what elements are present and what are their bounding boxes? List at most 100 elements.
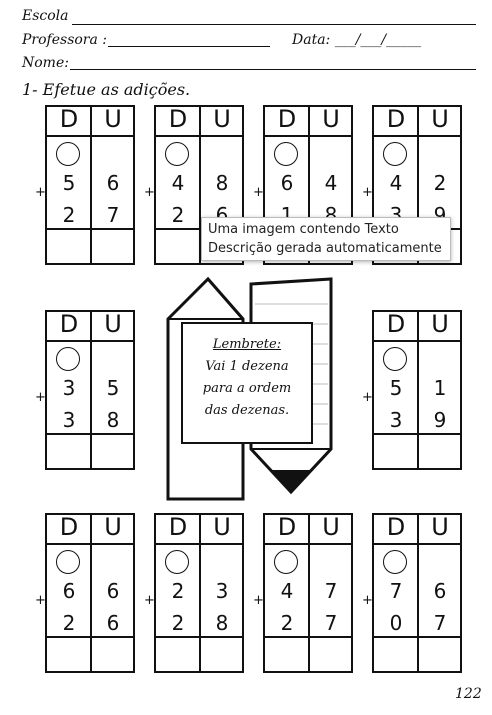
- column-header-d: D: [168, 513, 188, 541]
- column-header-u: U: [431, 513, 449, 541]
- reminder-line-1: Vai 1 dezena: [205, 359, 289, 374]
- image-alt-tooltip: Uma imagem contendo Texto Descrição gera…: [201, 217, 451, 261]
- top-tens-digit: 2: [171, 579, 185, 603]
- column-header-d: D: [277, 105, 297, 133]
- plus-sign: +: [144, 593, 155, 608]
- column-header-d: D: [168, 105, 188, 133]
- column-header-d: D: [386, 513, 406, 541]
- reminder-title: Lembrete:: [212, 337, 282, 352]
- top-units-digit: 4: [324, 171, 338, 195]
- plus-sign: +: [362, 593, 373, 608]
- instruction-title: 1- Efetue as adições.: [22, 80, 191, 99]
- bottom-tens-digit: 2: [171, 611, 185, 635]
- plus-sign: +: [362, 185, 373, 200]
- reminder-line-3: das dezenas.: [204, 403, 290, 418]
- carry-circle[interactable]: [165, 142, 189, 166]
- professora-label: Professora :: [22, 32, 108, 48]
- column-header-u: U: [213, 105, 231, 133]
- top-tens-digit: 6: [62, 579, 76, 603]
- carry-circle[interactable]: [56, 347, 80, 371]
- carry-circle[interactable]: [274, 142, 298, 166]
- plus-sign: +: [253, 185, 264, 200]
- column-header-d: D: [59, 513, 79, 541]
- carry-circle[interactable]: [165, 550, 189, 574]
- tooltip-line-1: Uma imagem contendo Texto: [208, 222, 399, 237]
- carry-circle[interactable]: [56, 142, 80, 166]
- nome-line: [70, 69, 476, 70]
- nome-label: Nome:: [22, 55, 69, 71]
- bottom-tens-digit: 2: [280, 611, 294, 635]
- plus-sign: +: [144, 185, 155, 200]
- top-tens-digit: 7: [389, 579, 403, 603]
- page-number: 122: [455, 686, 482, 702]
- column-header-d: D: [59, 310, 79, 338]
- top-tens-digit: 4: [280, 579, 294, 603]
- carry-circle[interactable]: [56, 550, 80, 574]
- bottom-units-digit: 7: [106, 203, 120, 227]
- plus-sign: +: [35, 390, 46, 405]
- bottom-units-digit: 8: [215, 611, 229, 635]
- reminder-line-2: para a ordem: [202, 381, 292, 396]
- column-header-u: U: [213, 513, 231, 541]
- top-units-digit: 2: [433, 171, 447, 195]
- top-units-digit: 8: [215, 171, 229, 195]
- top-tens-digit: 4: [171, 171, 185, 195]
- bottom-tens-digit: 0: [389, 611, 403, 635]
- column-header-u: U: [431, 105, 449, 133]
- column-header-u: U: [322, 513, 340, 541]
- top-units-digit: 1: [433, 376, 447, 400]
- plus-sign: +: [253, 593, 264, 608]
- carry-circle[interactable]: [274, 550, 298, 574]
- top-tens-digit: 5: [62, 171, 76, 195]
- plus-sign: +: [35, 185, 46, 200]
- bottom-tens-digit: 2: [171, 203, 185, 227]
- bottom-units-digit: 8: [106, 408, 120, 432]
- top-tens-digit: 5: [389, 376, 403, 400]
- top-units-digit: 6: [106, 579, 120, 603]
- column-header-u: U: [322, 105, 340, 133]
- bottom-tens-digit: 2: [62, 611, 76, 635]
- bottom-tens-digit: 3: [62, 408, 76, 432]
- plus-sign: +: [35, 593, 46, 608]
- column-header-d: D: [59, 105, 79, 133]
- column-header-d: D: [277, 513, 297, 541]
- escola-line: [72, 24, 476, 25]
- data-label: Data: ___/___/_____: [292, 32, 422, 48]
- carry-circle[interactable]: [383, 347, 407, 371]
- top-tens-digit: 6: [280, 171, 294, 195]
- column-header-u: U: [431, 310, 449, 338]
- top-units-digit: 5: [106, 376, 120, 400]
- top-units-digit: 7: [324, 579, 338, 603]
- carry-circle[interactable]: [383, 550, 407, 574]
- reminder-note: Lembrete: Vai 1 dezena para a ordem das …: [181, 322, 313, 444]
- top-tens-digit: 3: [62, 376, 76, 400]
- top-units-digit: 3: [215, 579, 229, 603]
- bottom-tens-digit: 2: [62, 203, 76, 227]
- bottom-units-digit: 9: [433, 408, 447, 432]
- plus-sign: +: [362, 390, 373, 405]
- column-header-d: D: [386, 105, 406, 133]
- top-units-digit: 6: [433, 579, 447, 603]
- escola-label: Escola: [22, 8, 69, 24]
- column-header-d: D: [386, 310, 406, 338]
- bottom-units-digit: 7: [433, 611, 447, 635]
- bottom-units-digit: 7: [324, 611, 338, 635]
- column-header-u: U: [104, 310, 122, 338]
- column-header-u: U: [104, 513, 122, 541]
- column-header-u: U: [104, 105, 122, 133]
- tooltip-line-2: Descrição gerada automaticamente: [208, 241, 442, 256]
- bottom-units-digit: 6: [106, 611, 120, 635]
- top-units-digit: 6: [106, 171, 120, 195]
- bottom-tens-digit: 3: [389, 408, 403, 432]
- professora-line: [108, 46, 270, 47]
- top-tens-digit: 4: [389, 171, 403, 195]
- carry-circle[interactable]: [383, 142, 407, 166]
